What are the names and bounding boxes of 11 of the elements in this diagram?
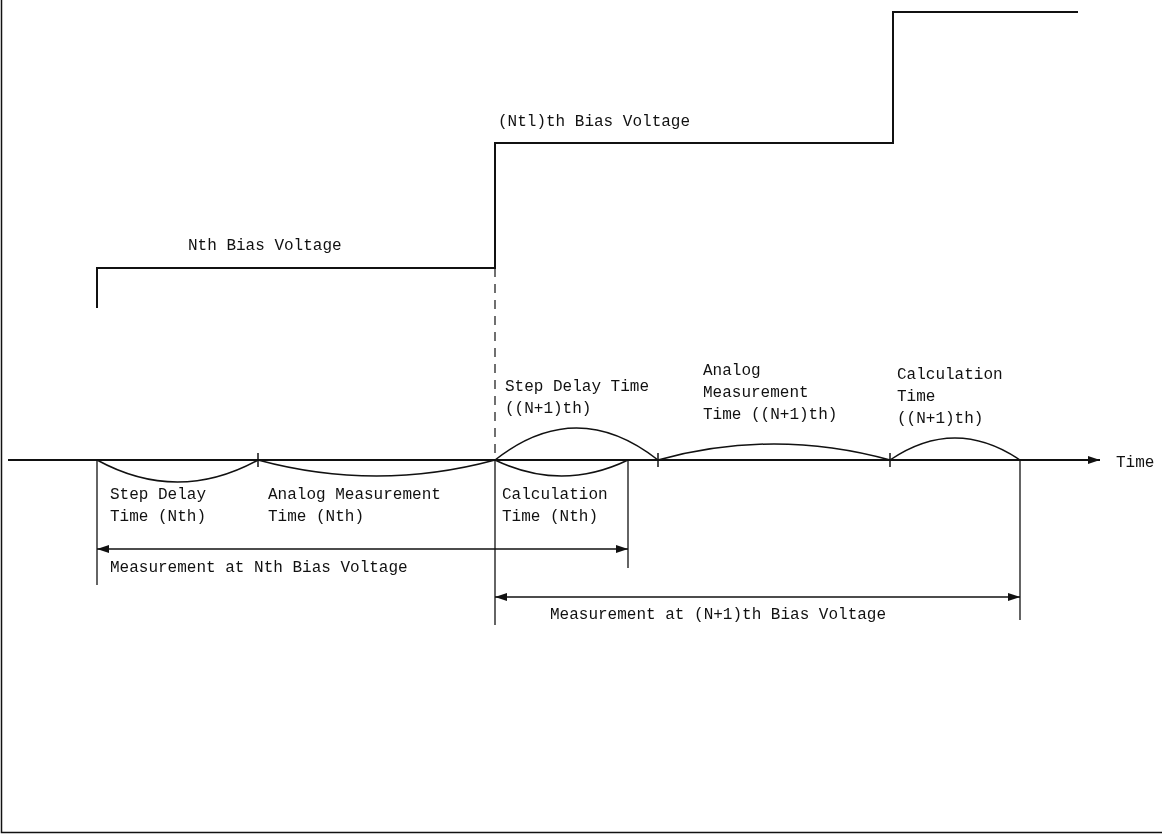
text-label: Calculation Time (Nth) [502,485,609,528]
text-label: Calculation Time ((N+1)th) [897,365,1004,430]
text-label: Step Delay Time ((N+1)th) [505,377,651,420]
text-label: Time [1116,453,1155,474]
text-label: Analog Measurement Time ((N+1)th) [703,361,839,426]
text-label: Measurement at Nth Bias Voltage [110,558,408,579]
text-label: Measurement at (N+1)th Bias Voltage [550,605,887,626]
text-label: Analog Measurement Time (Nth) [268,485,442,528]
text-label: Nth Bias Voltage [188,236,342,257]
text-label: (Ntl)th Bias Voltage [498,112,691,133]
text-label: Step Delay Time (Nth) [110,485,207,528]
